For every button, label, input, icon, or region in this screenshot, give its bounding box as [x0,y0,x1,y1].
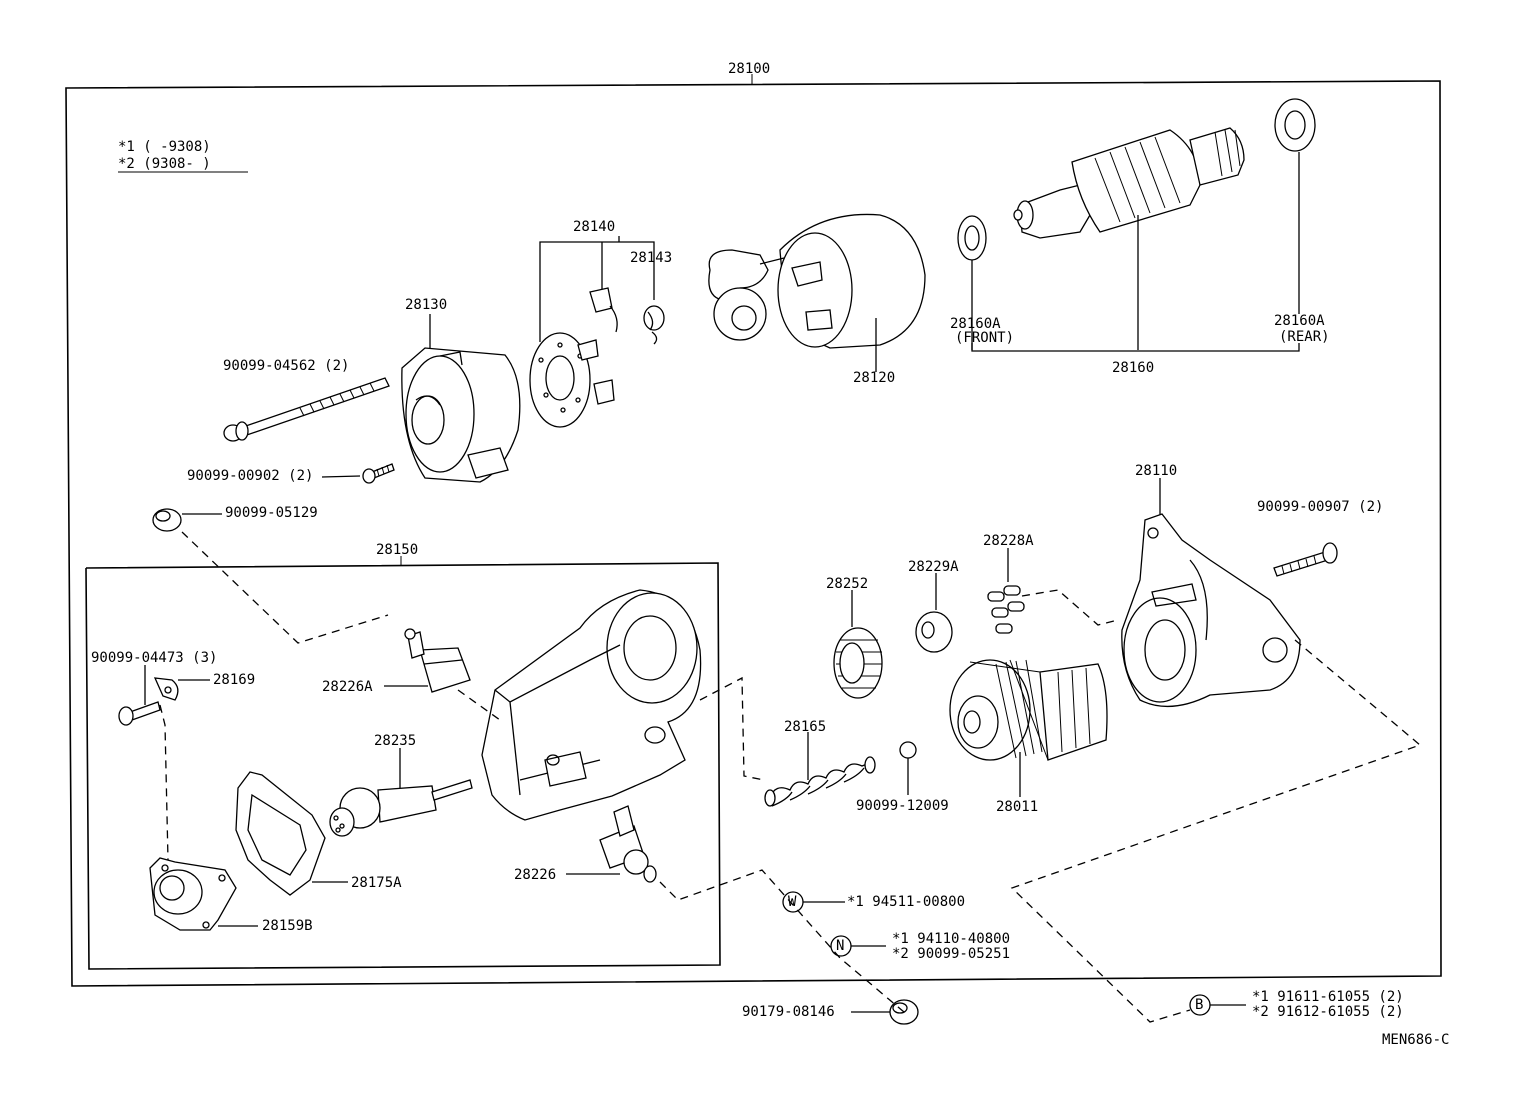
brush-holder-drawing [529,236,665,428]
marker-n-letter: N [836,938,844,954]
legend-line-2: *2 (9308- ) [118,156,211,172]
plunger-drawing [329,748,473,837]
through-bolt-drawing [223,377,390,442]
armature-drawing [957,98,1316,352]
steel-ball-drawing [899,741,917,795]
label-idler-gear: 28252 [826,576,868,592]
label-switch-cover: 28159B [262,918,313,934]
label-terminal-nut: 90179-08146 [742,1004,835,1020]
label-commutator-end-frame: 28130 [405,297,447,313]
part-labels: 28100 28130 28140 28143 28120 28160A (FR… [91,61,1449,1048]
label-terminal-kit-a: 28226A [322,679,373,695]
terminal-kit-drawing [566,805,657,883]
retainer-drawing [915,573,953,653]
label-bearing-front-note: (FRONT) [955,330,1014,346]
label-magnetic-switch: 28150 [376,542,418,558]
label-gasket: 28175A [351,875,402,891]
return-spring-drawing [764,732,876,807]
starter-housing-drawing [1121,478,1301,708]
label-assembly: 28100 [728,61,770,77]
end-frame-screw-drawing [321,463,395,484]
label-plunger: 28235 [374,733,416,749]
cap-drawing [152,508,222,532]
label-nut-part-1: *1 94110-40800 [892,931,1010,947]
label-terminal-bracket: 28169 [213,672,255,688]
label-switch-screw: 90099-04473 (3) [91,650,217,666]
label-end-frame-screw: 90099-00902 (2) [187,468,313,484]
switch-screw-drawing [118,665,210,726]
label-terminal-kit: 28226 [514,867,556,883]
label-bolt-part-1: *1 91611-61055 (2) [1252,989,1404,1005]
terminal-kit-a-drawing [384,628,471,693]
label-bearing-rear-note: (REAR) [1279,329,1330,345]
label-brush-holder: 28140 [573,219,615,235]
idler-gear-drawing [833,590,883,699]
bolt-marker-drawing [1189,994,1246,1016]
label-through-bolt: 90099-04562 (2) [223,358,349,374]
label-armature: 28160 [1112,360,1154,376]
label-yoke: 28120 [853,370,895,386]
label-roller: 28228A [983,533,1034,549]
magnetic-switch-frame [85,562,721,970]
washer-marker-drawing [782,891,845,913]
label-bearing-front: 28160A [950,316,1001,332]
label-bolt-part-2: *2 91612-61055 (2) [1252,1004,1404,1020]
label-starter-housing: 28110 [1135,463,1177,479]
label-bearing-rear: 28160A [1274,313,1325,329]
switch-cover-drawing [149,857,258,931]
nut-marker-drawing [830,935,886,957]
assembly-frame [65,80,1442,987]
legend-line-1: *1 ( -9308) [118,139,211,155]
label-steel-ball: 90099-12009 [856,798,949,814]
terminal-nut-drawing [851,999,919,1025]
commutator-end-frame-drawing [401,314,521,483]
label-retainer: 28229A [908,559,959,575]
marker-w-letter: W [788,894,797,910]
dashed-assembly-lines [159,531,1422,1023]
label-washer-part: *1 94511-00800 [847,894,965,910]
yoke-drawing [708,213,926,372]
label-nut-part-2: *2 90099-05251 [892,946,1010,962]
marker-b-letter: B [1195,997,1203,1013]
label-brush-spring: 28143 [630,250,672,266]
date-legend: *1 ( -9308) *2 (9308- ) [118,139,248,173]
label-housing-bolt: 90099-00907 (2) [1257,499,1383,515]
housing-bolt-drawing [1273,542,1338,577]
label-return-spring: 28165 [784,719,826,735]
label-clutch-assembly: 28011 [996,799,1038,815]
clutch-assembly-drawing [949,659,1108,797]
label-diagram-code: MEN686-C [1382,1032,1449,1048]
gasket-drawing [235,771,348,896]
label-cap: 90099-05129 [225,505,318,521]
rollers-drawing [987,548,1025,634]
switch-housing-drawing [481,589,702,821]
